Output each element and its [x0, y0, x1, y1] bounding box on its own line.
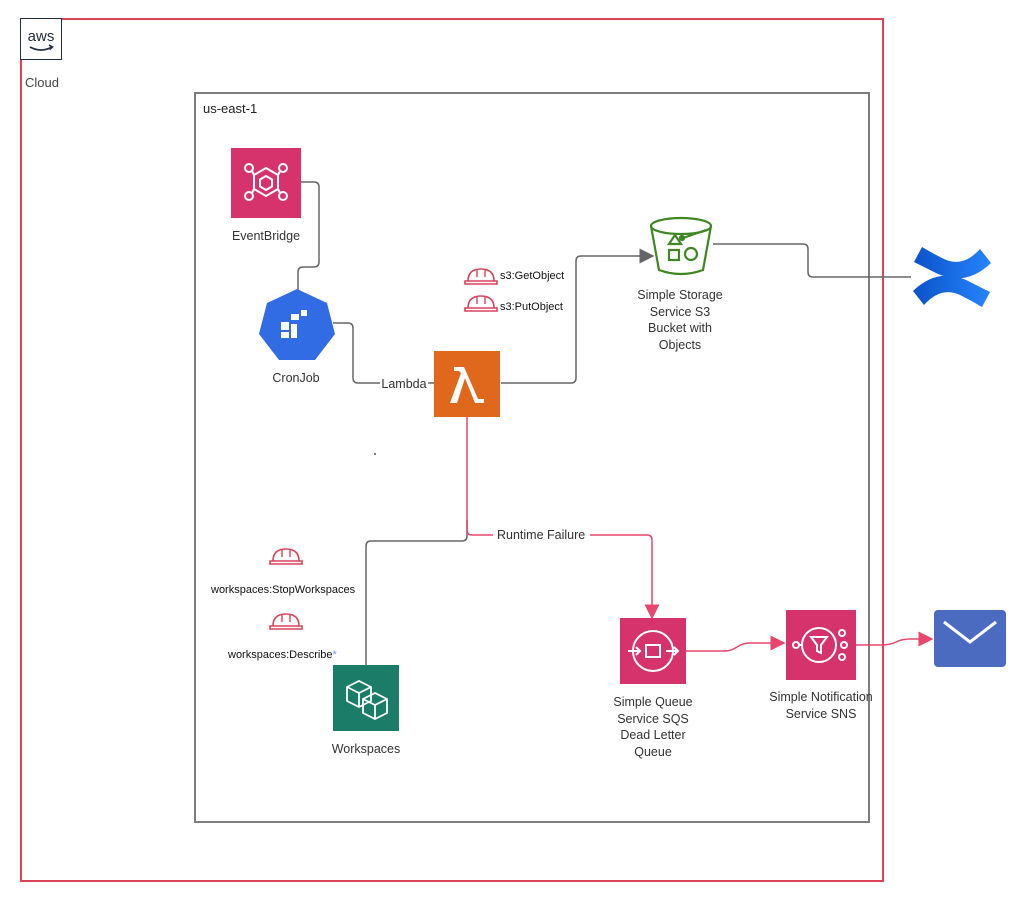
edge-s3-confluence — [713, 243, 911, 278]
sns-label: Simple Notification Service SNS — [769, 690, 873, 721]
email-envelope-icon — [934, 610, 1006, 667]
aws-logo: aws — [20, 18, 62, 60]
eventbridge-label: EventBridge — [231, 229, 301, 243]
edge-cronjob-lambda — [333, 322, 380, 384]
hardhat-icon — [269, 610, 303, 632]
runtime-failure-label: Runtime Failure — [495, 528, 588, 542]
eventbridge-icon — [231, 148, 301, 218]
permission-ws-stop: workspaces:StopWorkspaces — [211, 584, 356, 596]
edge-eventbridge-cronjob — [297, 181, 320, 290]
lambda-label: Lambda — [381, 377, 427, 391]
hardhat-icon — [464, 292, 498, 314]
sqs-label: Simple Queue Service SQS Dead Letter Que… — [613, 695, 693, 759]
s3-label: Simple Storage Service S3 Bucket with Ob… — [637, 288, 723, 352]
aws-logo-text: aws — [28, 28, 55, 45]
workspaces-label: Workspaces — [331, 742, 401, 756]
sns-icon — [786, 610, 856, 680]
permission-ws-describe: workspaces:Describe* — [228, 649, 337, 661]
edge-lambda-failure — [466, 416, 493, 536]
workspaces-icon — [333, 665, 399, 731]
cloud-label: Cloud — [25, 75, 59, 90]
region-boundary — [194, 92, 870, 823]
edge-sns-email — [856, 631, 934, 647]
lambda-icon — [434, 351, 500, 417]
confluence-logo-icon — [910, 243, 994, 311]
permission-ws-describe-suffix: * — [332, 649, 337, 661]
region-label: us-east-1 — [203, 101, 258, 116]
edge-failure-sqs — [590, 534, 660, 620]
sqs-icon — [620, 618, 686, 684]
cronjob-label: CronJob — [272, 371, 320, 385]
cloud-boundary — [20, 18, 884, 882]
hardhat-icon — [269, 545, 303, 567]
edge-lambda-workspaces — [365, 520, 468, 665]
edge-sqs-sns — [686, 635, 786, 652]
s3-bucket-icon — [648, 214, 714, 278]
hardhat-icon — [464, 265, 498, 287]
edge-lambda-s3 — [501, 248, 655, 384]
permission-s3-put: s3:PutObject — [500, 301, 563, 313]
cronjob-icon — [257, 288, 337, 362]
permission-s3-get: s3:GetObject — [500, 270, 565, 282]
permission-ws-describe-text: workspaces:Describe — [228, 649, 333, 661]
